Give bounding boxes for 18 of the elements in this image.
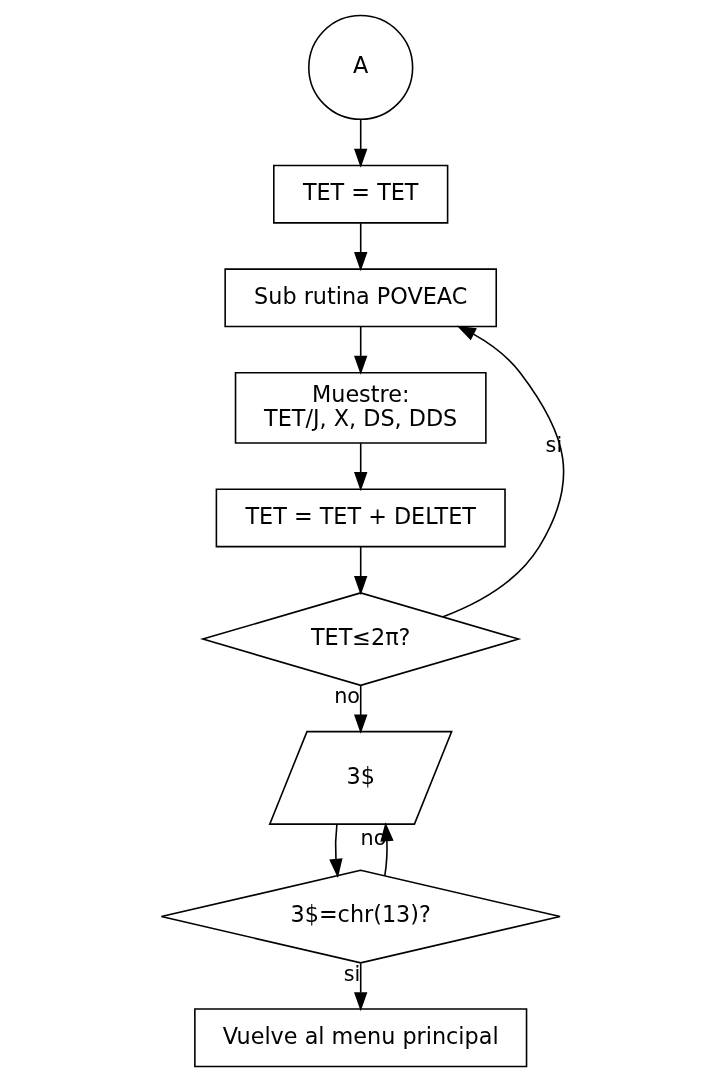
arrow [353,118,367,168]
node-box: TET = TET + DELTET [215,488,506,548]
arrow [353,685,367,734]
arrow [328,823,343,878]
node-circle: A [307,14,413,121]
arrow [353,546,367,596]
arrow [353,222,367,272]
node-box: TET = TET [272,164,448,224]
arrow [353,442,367,492]
node-diamond: TET≤2π? [199,592,521,687]
arrow [353,326,367,375]
node-box: Vuelve al menu principal [193,1008,527,1068]
node-box: Muestre: TET/J, X, DS, DDS [234,372,487,444]
arrow [441,325,564,618]
node-box: Sub rutina POVEAC [223,268,497,328]
arrow [353,962,367,1012]
node-diamond: 3$=chr(13)? [160,869,561,964]
edge-label: si [343,961,360,986]
